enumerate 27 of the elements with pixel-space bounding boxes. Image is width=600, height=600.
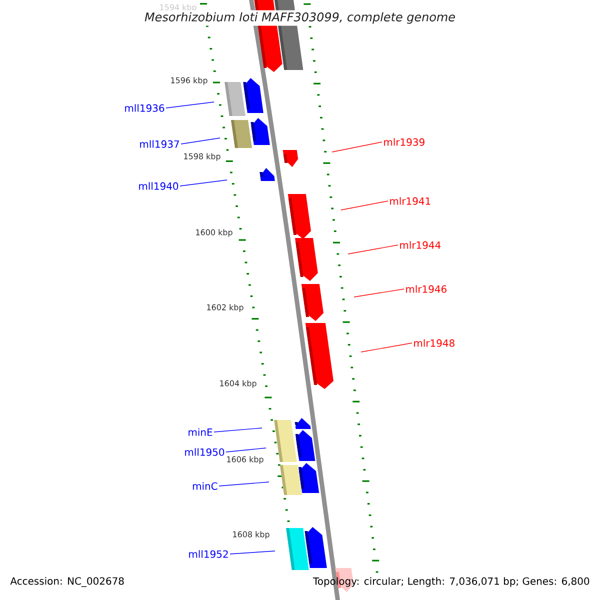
title: Mesorhizobium loti MAFF303099, complete genome [142,10,458,26]
leader-line [226,448,266,452]
leader-line [354,288,404,298]
leader-line [180,180,228,186]
gene-label: mll1940 [139,182,178,190]
gene-label: mlr1948 [414,339,454,347]
gene-label: mlr1946 [406,285,446,293]
gene-label: mll1937 [140,140,179,148]
leader-line [180,138,220,144]
gene-label: mlr1941 [390,197,430,205]
gene-label: minC [192,482,218,490]
gene-label: mll1952 [189,550,228,558]
gene-label: mlr1939 [384,138,424,146]
summary-text: Topology: circular; Length: 7,036,071 bp; Genes: 6,800 [312,577,590,587]
gene-label: mll1936 [125,104,164,112]
leader-line [332,142,382,152]
gene-label: minE [188,428,212,436]
leader-line [230,550,276,554]
leader-line [214,428,262,432]
leader-line [166,102,214,108]
gene-label: mlr1944 [400,241,441,249]
leader-line [218,482,270,486]
leader-line [348,244,398,254]
gene-label: mll1950 [185,448,224,456]
leader-line [360,342,412,352]
accession-text: Accession: NC_002678 [10,577,124,587]
leader-line [340,200,388,210]
